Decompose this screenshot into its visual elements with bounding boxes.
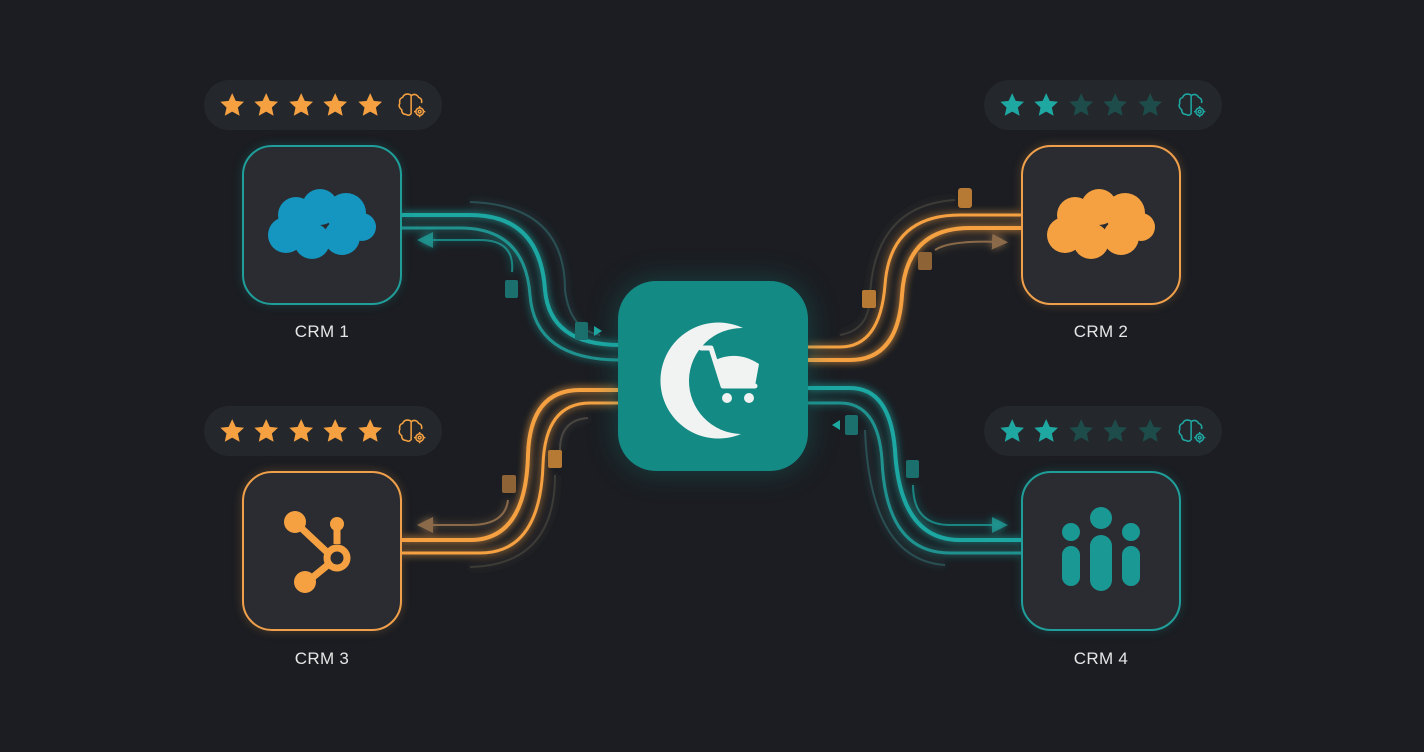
document-icon xyxy=(575,322,588,340)
star-icon xyxy=(289,419,313,442)
link-crm4 xyxy=(808,386,1022,566)
people-group-icon xyxy=(1062,507,1140,591)
star-icon xyxy=(1000,93,1025,116)
hub-network-icon xyxy=(284,511,351,593)
star-icon xyxy=(1000,419,1025,442)
document-icon xyxy=(502,475,516,493)
star-empty-icon xyxy=(1103,419,1128,442)
node-crm3[interactable] xyxy=(242,471,402,631)
star-icon xyxy=(254,419,279,442)
star-icon xyxy=(1034,93,1059,116)
node-label-crm1: CRM 1 xyxy=(294,322,350,341)
link-crm2 xyxy=(808,199,1022,362)
node-crm4[interactable] xyxy=(1021,471,1181,631)
document-icon xyxy=(845,415,858,435)
rating-badge-crm3 xyxy=(204,406,442,456)
arrow-icon xyxy=(832,420,840,430)
star-empty-icon xyxy=(1137,93,1162,116)
document-icon xyxy=(548,450,562,468)
node-crm1[interactable] xyxy=(242,145,402,305)
star-icon xyxy=(220,93,245,116)
star-empty-icon xyxy=(1103,93,1128,116)
cloud-icon xyxy=(1047,189,1155,259)
document-icon xyxy=(862,290,876,308)
star-empty-icon xyxy=(1069,419,1093,442)
node-label-crm3: CRM 3 xyxy=(294,649,350,668)
star-icon xyxy=(357,419,382,442)
star-empty-icon xyxy=(1069,93,1093,116)
brain-gear-icon xyxy=(398,93,426,118)
rating-badge-crm2 xyxy=(984,80,1222,130)
document-icon xyxy=(906,460,919,478)
document-icon xyxy=(918,252,932,270)
star-icon xyxy=(289,93,313,116)
arrow-icon xyxy=(594,326,602,336)
brain-gear-icon xyxy=(1178,419,1206,444)
star-icon xyxy=(220,419,245,442)
central-hub[interactable] xyxy=(618,281,808,471)
star-icon xyxy=(254,93,279,116)
document-icon xyxy=(958,188,972,208)
link-crm3 xyxy=(402,388,618,568)
node-label-crm2: CRM 2 xyxy=(1073,322,1129,341)
star-empty-icon xyxy=(1137,419,1162,442)
document-icon xyxy=(505,280,518,298)
node-label-crm4: CRM 4 xyxy=(1073,649,1129,668)
star-icon xyxy=(323,93,348,116)
brain-gear-icon xyxy=(1178,93,1206,118)
star-icon xyxy=(1034,419,1059,442)
rating-badge-crm1 xyxy=(204,80,442,130)
star-icon xyxy=(323,419,348,442)
rating-badge-crm4 xyxy=(984,406,1222,456)
cloud-icon xyxy=(268,189,376,259)
crescent-cart-logo-icon xyxy=(660,322,759,439)
star-icon xyxy=(357,93,382,116)
brain-gear-icon xyxy=(398,419,426,444)
node-crm2[interactable] xyxy=(1021,145,1181,305)
